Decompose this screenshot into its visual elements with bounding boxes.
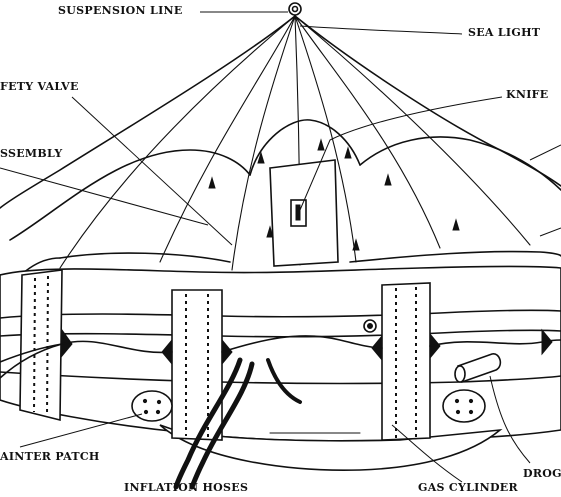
- label-inflation-hoses: INFLATION HOSES: [124, 482, 248, 494]
- label-assembly: SSEMBLY: [0, 148, 63, 160]
- canopy-left-edge: [0, 16, 295, 208]
- leader-safety-valve: [72, 97, 232, 245]
- leader-sea-light: [300, 26, 462, 34]
- leader-right-edge: [540, 228, 561, 236]
- label-safety-valve: FETY VALVE: [0, 81, 79, 93]
- label-suspension-line: SUSPENSION LINE: [58, 5, 183, 17]
- leader-sea-light-right: [530, 145, 561, 160]
- label-knife: KNIFE: [506, 89, 548, 101]
- label-sea-light: SEA LIGHT: [468, 27, 540, 39]
- suspension-ring: [289, 3, 301, 15]
- label-gas-cylinder: GAS CYLINDER: [418, 482, 518, 494]
- label-drogue: DROG: [523, 468, 561, 480]
- label-painter-patch: AINTER PATCH: [0, 451, 100, 463]
